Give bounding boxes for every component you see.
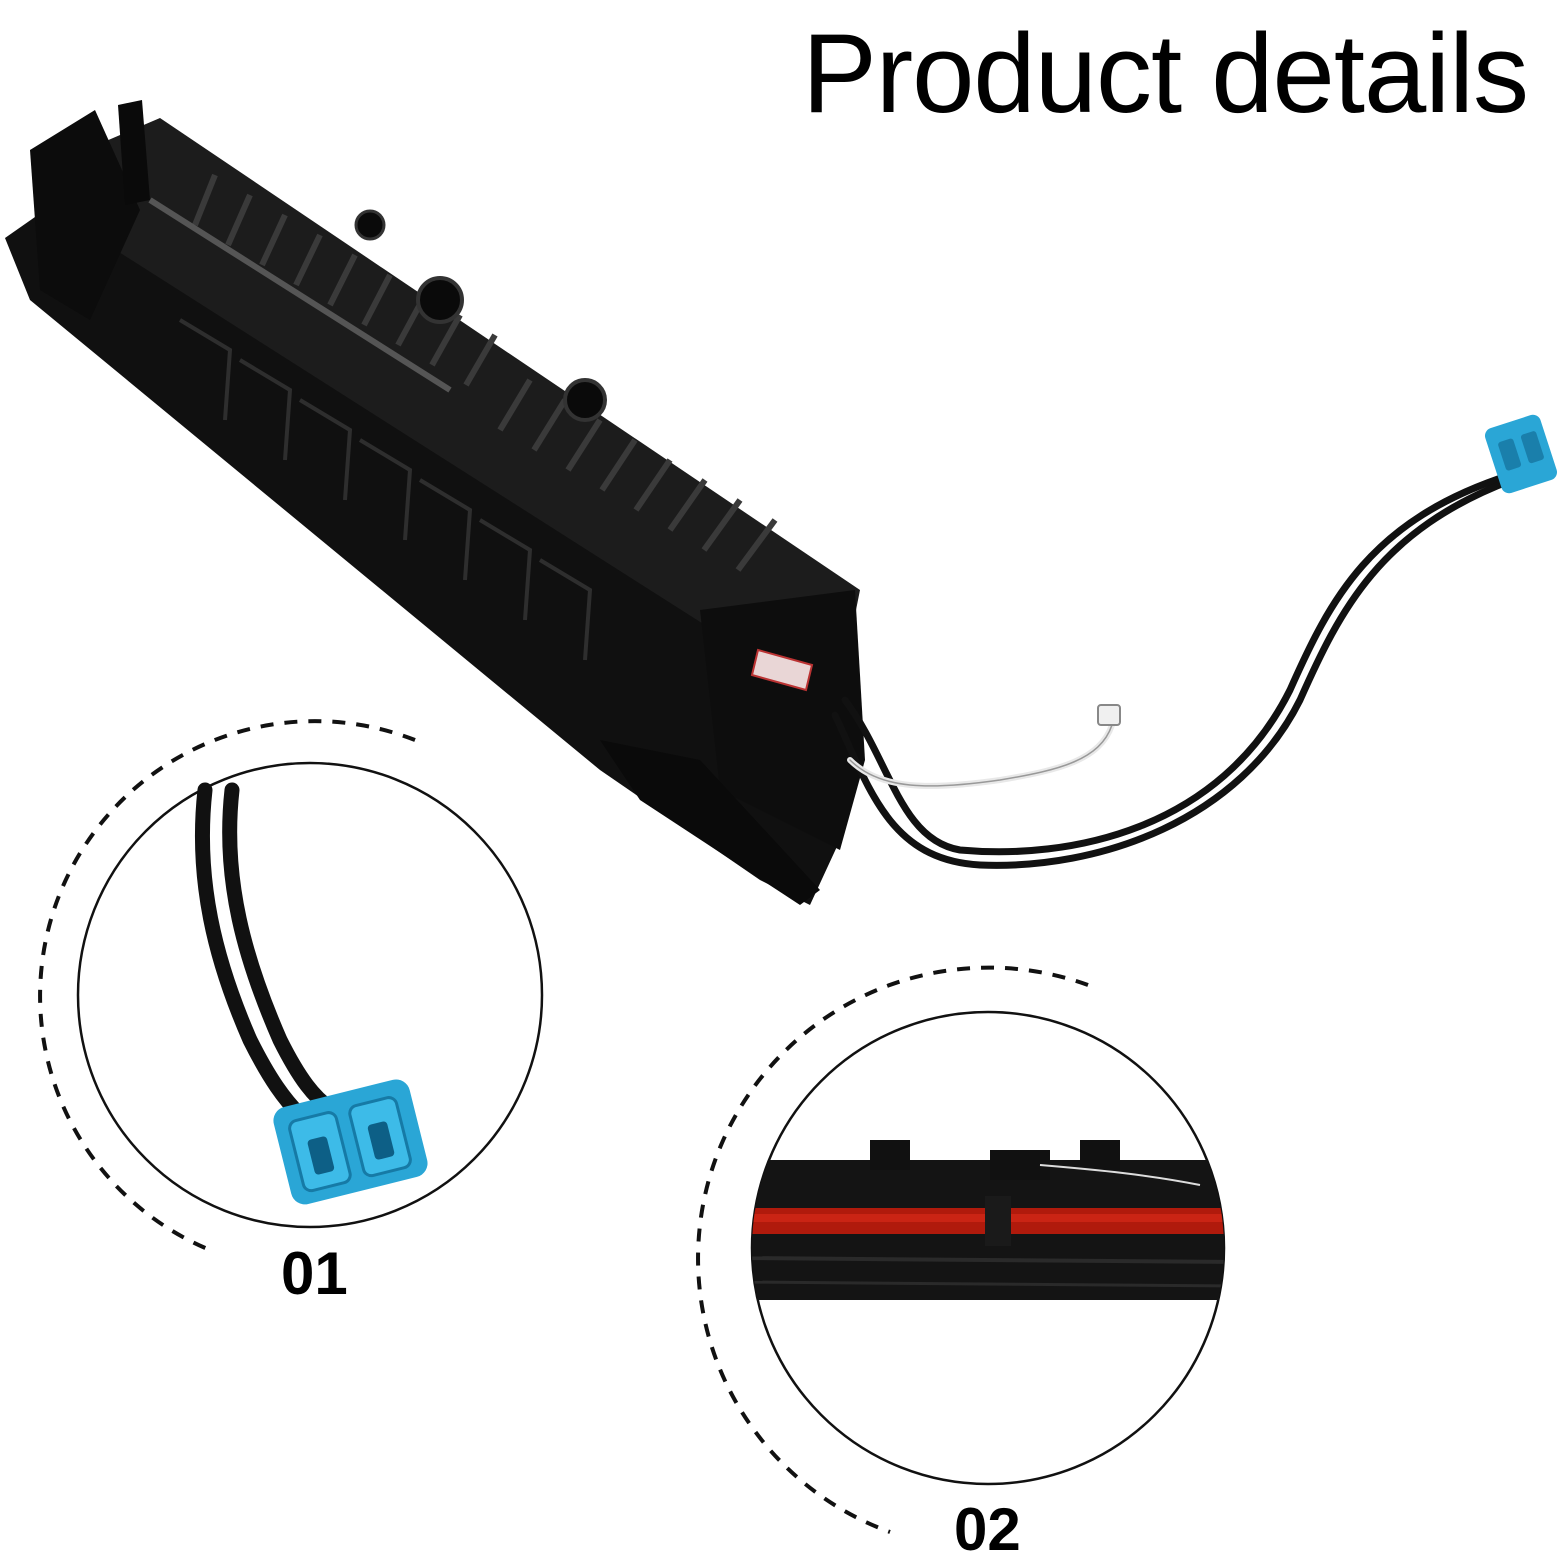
zoomed-connector xyxy=(273,1079,428,1205)
callout-number-02: 02 xyxy=(954,1496,1021,1563)
callout-01 xyxy=(38,719,544,1254)
callout-number-01: 01 xyxy=(281,1240,348,1307)
sensor-plug xyxy=(1097,704,1121,726)
zoomed-fuser-section xyxy=(752,1140,1224,1300)
lower-panels xyxy=(178,318,593,661)
guide-fins xyxy=(192,173,778,572)
callout-02 xyxy=(696,965,1226,1534)
cables xyxy=(831,471,1516,869)
page-title: Product details xyxy=(802,11,1529,136)
fuser-unit xyxy=(5,100,865,905)
cable-connector xyxy=(1484,414,1558,494)
